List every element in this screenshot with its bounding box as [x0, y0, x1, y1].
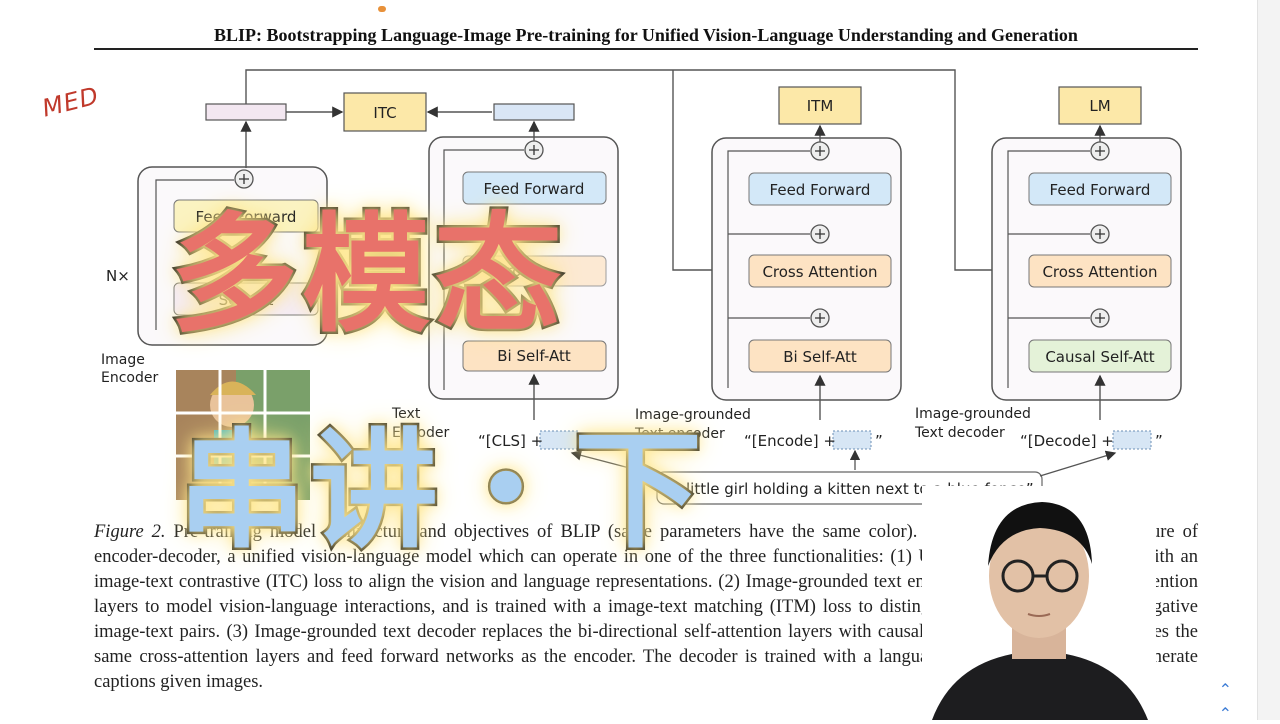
encode-token-close: ” [875, 432, 883, 450]
annotation-dot [378, 6, 386, 12]
itm-cross-attention: Cross Attention [762, 263, 877, 281]
page-scrollbar[interactable] [1257, 0, 1280, 720]
text-encoder-label-1: Text [392, 406, 421, 422]
text-encoder-cross: Cross [496, 262, 537, 280]
lm-causal-self-att: Causal Self-Att [1045, 348, 1154, 366]
lm-branch-label-2: Text decoder [915, 425, 1005, 441]
overlay-title-line1: 多模态 [167, 201, 567, 350]
itm-branch-label-2: Text encoder [635, 426, 725, 442]
scroll-up-icon[interactable]: ⌃ [1218, 706, 1232, 723]
itc-head: ITC [343, 92, 427, 132]
presenter-webcam [922, 486, 1156, 720]
caption-arrows [570, 449, 1117, 477]
lm-feed-forward: Feed Forward [1050, 181, 1151, 199]
image-encoder-label-2: Encoder [101, 370, 159, 386]
itm-branch-block: ITM Feed Forward Cross Attention Bi Self… [711, 86, 902, 420]
cls-token-text: “[CLS] + [478, 432, 543, 450]
itm-label: ITM [807, 97, 834, 115]
itm-branch-label-1: Image-grounded [635, 407, 751, 423]
cls-token-close: ” [582, 432, 590, 450]
image-encoder-block: Feed Forward Self Att [137, 103, 328, 346]
text-encoder-bi-self-att: Bi Self-Att [497, 347, 571, 365]
input-image-patches [176, 370, 310, 500]
decode-token-close: ” [1155, 432, 1163, 450]
overlay-title-line2: 串讲・下 [175, 417, 707, 566]
figure-label: Figure 2. [94, 522, 166, 542]
text-encoder-block: Feed Forward Cross Bi Self-Att [428, 103, 619, 420]
lm-label: LM [1089, 97, 1110, 115]
paper-title: BLIP: Bootstrapping Language-Image Pre-t… [214, 25, 1078, 45]
itm-bi-self-att: Bi Self-Att [783, 348, 857, 366]
itm-feed-forward: Feed Forward [770, 181, 871, 199]
decode-token-text: “[Decode] + [1020, 432, 1114, 450]
lm-cross-attention: Cross Attention [1042, 263, 1157, 281]
text-encoder-label-2: Encoder [392, 425, 450, 441]
blip-architecture-diagram: Feed Forward Self Att N× ITC Feed Forwar… [106, 69, 1182, 505]
title-divider [94, 48, 1198, 50]
scroll-up-icon[interactable]: ⌃ [1218, 682, 1232, 699]
lm-branch-block: LM Feed Forward Cross Attention Causal S… [991, 86, 1182, 420]
token-placeholders [539, 430, 1152, 450]
itc-label: ITC [373, 104, 396, 122]
repeat-label: N× [106, 267, 130, 285]
lm-branch-label-1: Image-grounded [915, 406, 1031, 422]
image-encoder-self-att: Self Att [219, 291, 274, 309]
image-encoder-label-1: Image [101, 352, 145, 368]
image-encoder-feed-forward: Feed Forward [196, 208, 297, 226]
text-encoder-feed-forward: Feed Forward [484, 180, 585, 198]
encode-token-text: “[Encode] + [744, 432, 836, 450]
